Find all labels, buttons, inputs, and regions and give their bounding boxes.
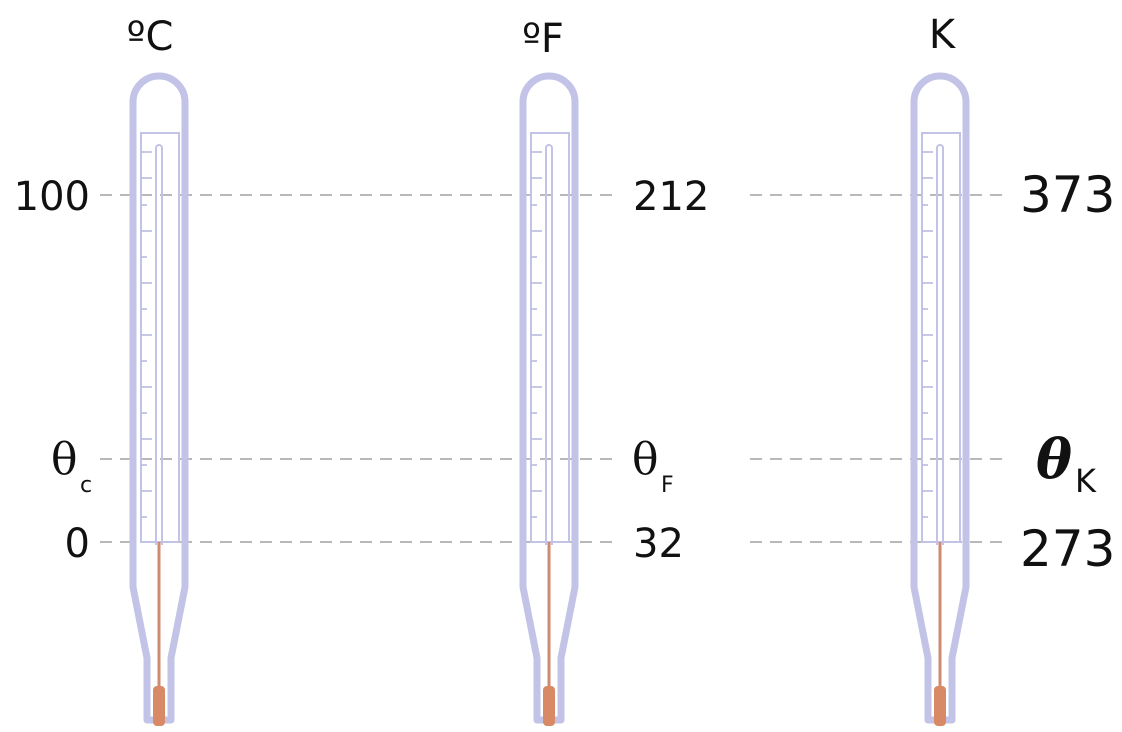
celsius-thermometer: [133, 76, 185, 726]
celsius-lower-value: 0: [65, 521, 90, 567]
kelvin-unit-label: K: [929, 12, 957, 58]
celsius-upper-value: 100: [14, 174, 90, 220]
kelvin-lower-value: 273: [1020, 520, 1115, 578]
fahrenheit-lower-value: 32: [633, 521, 684, 567]
fahrenheit-theta-subscript: F: [661, 473, 674, 498]
kelvin-upper-value: 373: [1020, 166, 1115, 224]
kelvin-theta-subscript: K: [1075, 462, 1097, 500]
celsius-unit-label: ºC: [127, 14, 174, 60]
celsius-theta-symbol: θ: [51, 434, 78, 485]
fahrenheit-thermometer: [523, 76, 575, 726]
fahrenheit-upper-value: 212: [633, 174, 709, 220]
celsius-theta-subscript: c: [80, 473, 92, 498]
fahrenheit-theta-symbol: θ: [632, 434, 659, 485]
kelvin-theta-symbol: θ: [1036, 427, 1072, 491]
fahrenheit-unit-label: ºF: [522, 16, 564, 62]
kelvin-thermometer: [914, 76, 966, 726]
